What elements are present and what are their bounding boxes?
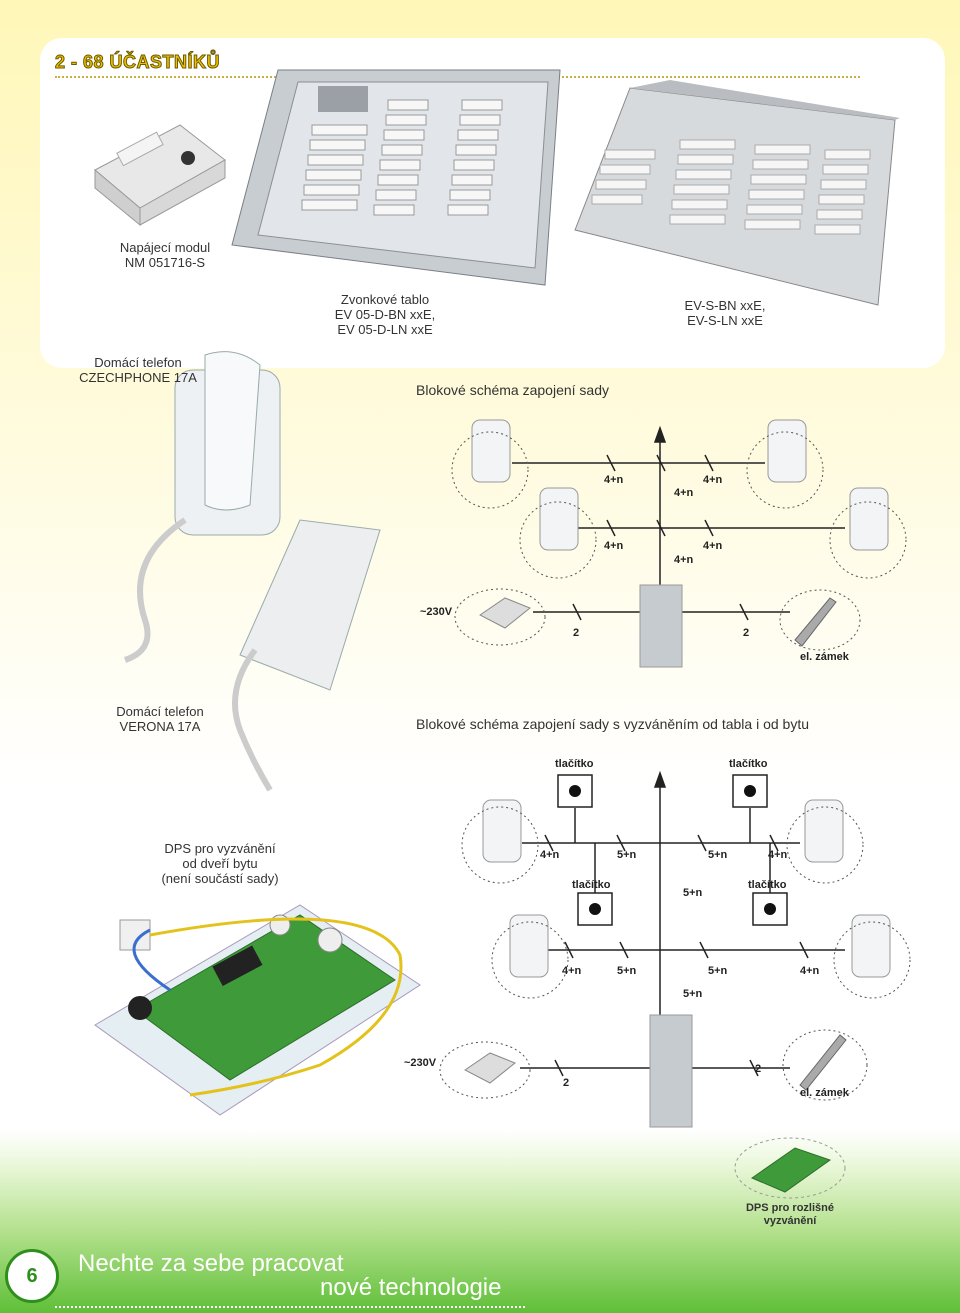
dps-board-image [94, 904, 421, 1116]
diagram2-label-2: 2 [563, 1077, 570, 1089]
diagram2-label-5n: 5+n [617, 849, 637, 861]
door-panel-image [231, 69, 561, 286]
slogan-line2: nové technologie [320, 1274, 502, 1301]
diagram1-title: Blokové schéma zapojení sady [416, 382, 609, 398]
caption-line: (není součástí sady) [161, 871, 279, 886]
diagram2-label-mains: ~230V [404, 1057, 437, 1069]
caption-line: VERONA 17A [119, 719, 201, 734]
diagram2-label-5n: 5+n [617, 965, 637, 977]
caption-door-panel: Zvonkové tablo EV 05-D-BN xxE, EV 05-D-L… [310, 292, 460, 337]
slogan-divider [55, 1306, 525, 1308]
caption-dps-board: DPS pro vyzvánění od dveří bytu (není so… [140, 841, 300, 886]
caption-steel-panel: EV-S-BN xxE, EV-S-LN xxE [655, 298, 795, 328]
diagram2-wiring [520, 770, 845, 1077]
diagram2-label-5n: 5+n [708, 849, 728, 861]
diagram1-label-4n: 4+n [604, 474, 624, 486]
page-number: 6 [5, 1249, 59, 1303]
diagram2-label-4n: 4+n [540, 849, 560, 861]
caption-line: Domácí telefon [116, 704, 204, 719]
caption-line: Napájecí modul [119, 240, 211, 255]
diagram1-label-4n: 4+n [703, 474, 723, 486]
diagram2-label-5n: 5+n [708, 965, 728, 977]
diagram2-label-5n: 5+n [683, 988, 703, 1000]
caption-line: EV 05-D-LN xxE [337, 322, 433, 337]
diagram1-label-mains: ~230V [420, 606, 453, 618]
diagram2-label-lock: el. zámek [800, 1087, 849, 1099]
diagram1-label-2: 2 [573, 627, 580, 639]
caption-line: EV-S-LN xxE [687, 313, 763, 328]
diagram1-label-4n: 4+n [674, 554, 694, 566]
diagram2-label-4n: 4+n [562, 965, 582, 977]
caption-line: EV 05-D-BN xxE, [334, 307, 436, 322]
caption-line: DPS pro rozlišné [745, 1202, 835, 1214]
slogan-line1: Nechte za sebe pracovat [78, 1250, 344, 1277]
diagram1-label-4n: 4+n [604, 540, 624, 552]
diagram2-label-4n: 4+n [768, 849, 788, 861]
diagram2-title: Blokové schéma zapojení sady s vyzvánění… [416, 716, 809, 732]
diagram1-label-4n: 4+n [703, 540, 723, 552]
diagram1-devices [451, 419, 907, 668]
diagram2-label-button: tlačítko [572, 879, 611, 891]
caption-line: Zvonkové tablo [340, 292, 430, 307]
diagram2-label-2: 2 [755, 1063, 762, 1075]
diagram2-devices [439, 774, 911, 1128]
page-title: 2 - 68 ÚČASTNÍKŮ [54, 52, 221, 73]
caption-line: od dveří bytu [182, 856, 258, 871]
diagram1-label-lock: el. zámek [800, 651, 849, 663]
small-dps-image [734, 1137, 846, 1199]
caption-line: NM 051716-S [124, 255, 206, 270]
caption-line: DPS pro vyzvánění [164, 841, 276, 856]
caption-czechphone: Domácí telefon CZECHPHONE 17A [68, 355, 208, 385]
caption-line: CZECHPHONE 17A [79, 370, 197, 385]
power-supply-image [94, 124, 226, 227]
diagram2-label-button: tlačítko [729, 758, 768, 770]
caption-line: Domácí telefon [94, 355, 182, 370]
caption-power-supply: Napájecí modul NM 051716-S [95, 240, 235, 270]
diagram2-label-button: tlačítko [555, 758, 594, 770]
caption-line: vyzvánění [763, 1215, 817, 1227]
diagram2-label-5n: 5+n [683, 887, 703, 899]
diagram1-label-4n: 4+n [674, 487, 694, 499]
stainless-panel-image [574, 80, 900, 306]
diagram1-label-2: 2 [743, 627, 750, 639]
diagram2-label-button: tlačítko [748, 879, 787, 891]
diagram2-label-4n: 4+n [800, 965, 820, 977]
caption-verona: Domácí telefon VERONA 17A [90, 704, 230, 734]
caption-line: EV-S-BN xxE, [684, 298, 766, 313]
caption-dps-small: DPS pro rozlišné vyzvánění [725, 1202, 855, 1228]
czechphone-image [123, 351, 281, 663]
verona-image [232, 519, 381, 792]
